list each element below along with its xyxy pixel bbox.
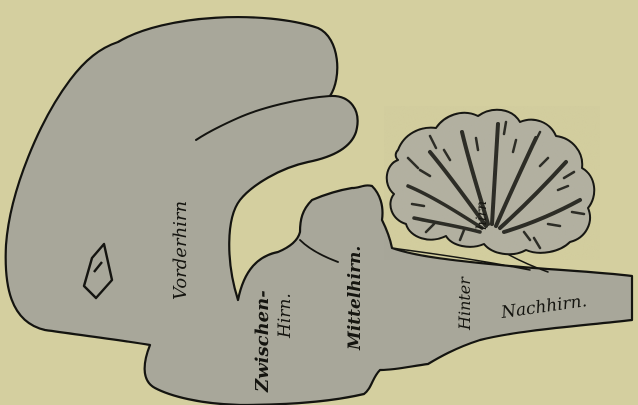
- label-hinter: Hinter: [455, 276, 474, 331]
- label-zwischen-hirn: Hirn.: [275, 293, 295, 339]
- cerebellum: [384, 106, 600, 260]
- label-zwischen: Zwischen-: [252, 290, 273, 393]
- cerebellum-grain: [384, 106, 600, 260]
- label-hinter-hirn: hirn: [474, 201, 490, 230]
- label-mittelhirn: Mittelhirn.: [345, 246, 365, 351]
- label-vorderhirn: Vorderhirn: [170, 201, 191, 300]
